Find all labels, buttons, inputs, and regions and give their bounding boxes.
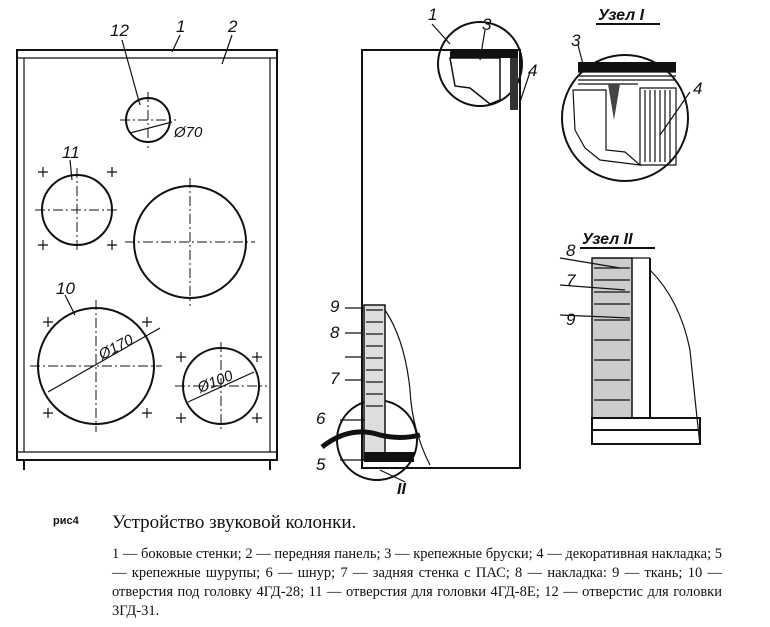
side-label-4: 4 xyxy=(528,61,537,80)
side-label-7: 7 xyxy=(330,369,340,388)
figure-label: рис4 xyxy=(53,515,79,527)
dim-100: Ø100 xyxy=(194,367,236,397)
node-2-label-8: 8 xyxy=(566,241,576,260)
node-2-label-9: 9 xyxy=(566,310,576,329)
label-11: 11 xyxy=(62,143,80,162)
label-12: 12 xyxy=(110,21,129,40)
detail-circle-1 xyxy=(437,21,523,107)
front-panel-outline xyxy=(16,49,278,461)
side-label-3: 3 xyxy=(482,15,492,34)
dim-70: Ø70 xyxy=(173,124,203,141)
node-1-label-4: 4 xyxy=(693,79,702,98)
label-2: 2 xyxy=(227,17,238,36)
side-label-5: 5 xyxy=(316,455,326,474)
side-label-6: 6 xyxy=(316,409,326,428)
side-label-1: 1 xyxy=(428,5,437,24)
side-label-8: 8 xyxy=(330,323,340,342)
front-view: 1 2 12 11 10 Ø70 Ø170 Ø100 xyxy=(16,17,278,470)
node-1-label-3: 3 xyxy=(571,31,581,50)
side-view: 1 3 4 9 8 7 6 5 II xyxy=(316,5,537,498)
caption-title: Устройство звуковой колонки. xyxy=(112,512,357,533)
side-label-9: 9 xyxy=(330,297,340,316)
node-1-title: Узел I xyxy=(598,7,645,24)
label-1: 1 xyxy=(176,17,185,36)
dim-170: Ø170 xyxy=(95,331,137,364)
node-2-detail: Узел II 8 7 9 xyxy=(559,231,701,446)
mounting-crosses xyxy=(38,167,262,423)
label-10: 10 xyxy=(56,279,75,298)
caption-legend: 1 — боковые стенки; 2 — передняя панель;… xyxy=(112,546,722,619)
node-2-marker: II xyxy=(397,481,406,498)
node-2-label-7: 7 xyxy=(566,271,576,290)
node-1-detail: Узел I 3 4 xyxy=(561,7,702,182)
node-2-title: Узел II xyxy=(582,231,633,248)
